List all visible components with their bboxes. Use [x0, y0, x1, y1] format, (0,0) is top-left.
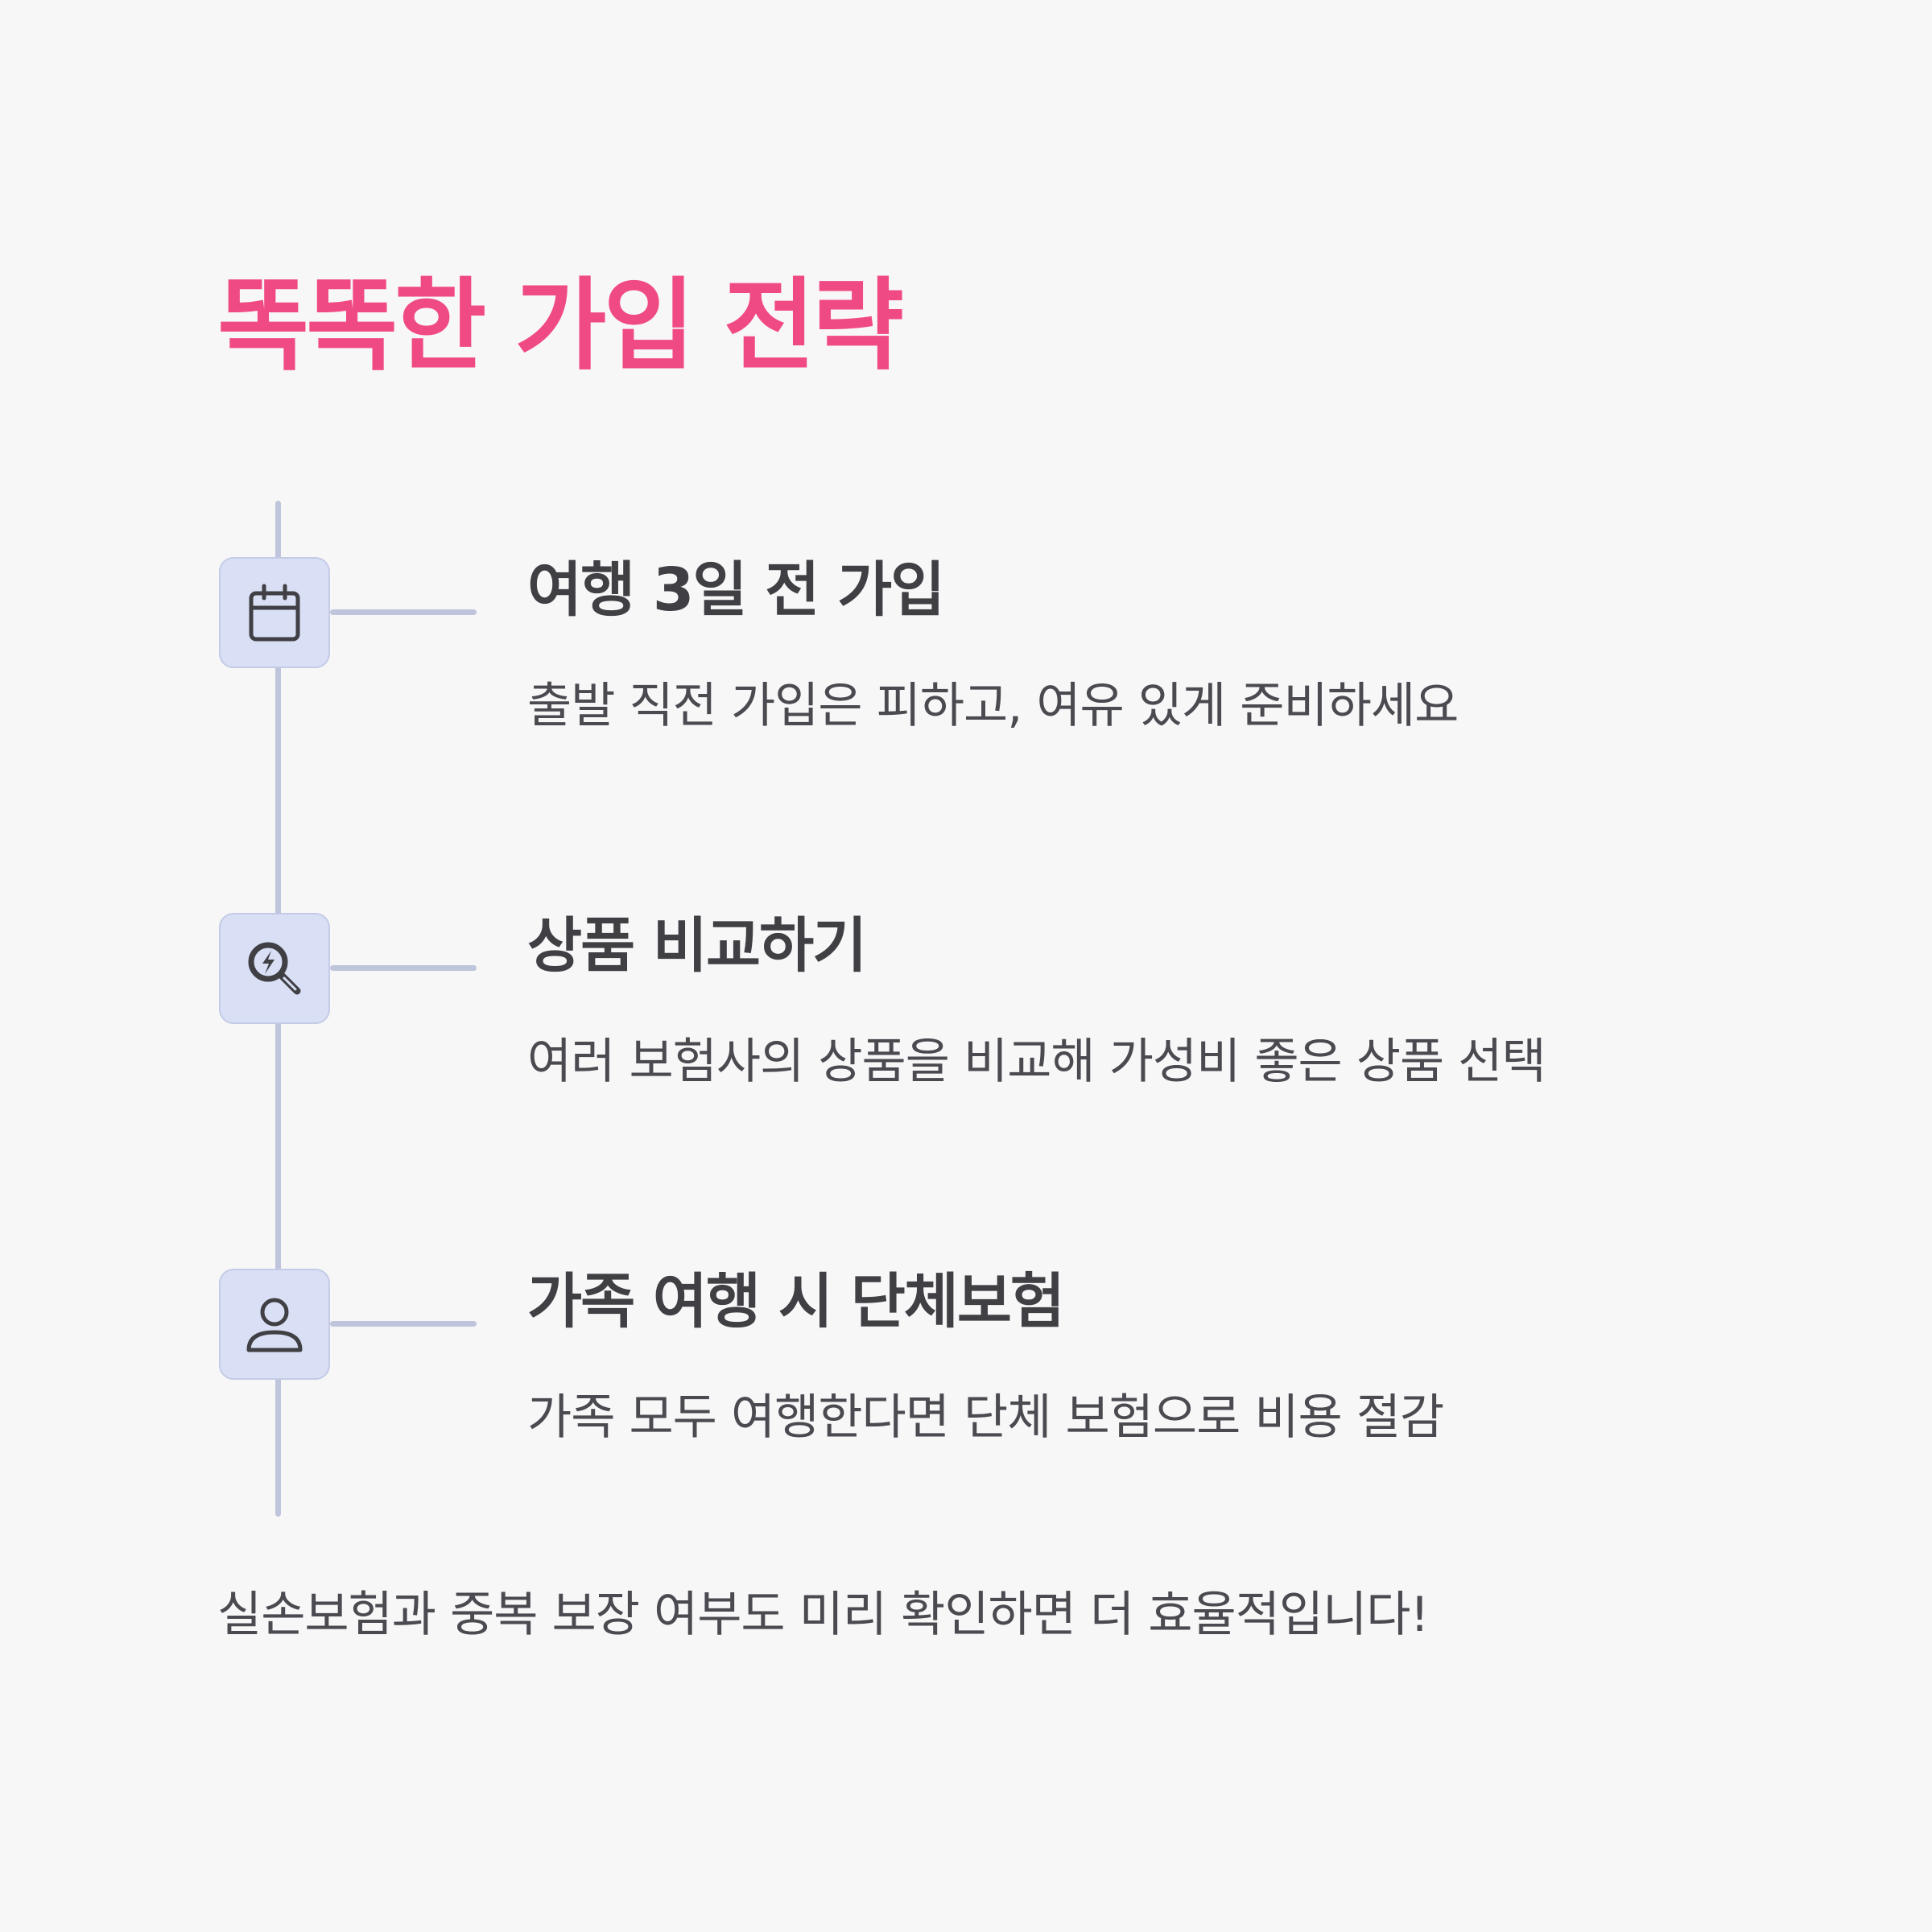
step-1-title: 여행 3일 전 가입	[527, 555, 945, 625]
step-1-description: 출발 직전 가입은 피하고, 여유 있게 준비하세요	[527, 678, 1459, 734]
step-3-description: 가족 모두 여행한다면 단체 보험으로 비용 절감	[527, 1389, 1444, 1446]
step-3-title: 가족 여행 시 단체보험	[527, 1267, 1065, 1336]
step-1-icon-box	[219, 557, 330, 668]
search-bolt-icon	[248, 942, 301, 995]
calendar-icon	[249, 584, 300, 642]
person-icon	[246, 1298, 303, 1352]
step-2-icon-box	[219, 913, 330, 1024]
page-title: 똑똑한 가입 전략	[217, 268, 904, 384]
step-3-connector	[330, 1321, 477, 1327]
step-1-connector	[330, 609, 477, 615]
step-2-connector	[330, 965, 477, 971]
step-2-description: 여러 보험사의 상품을 비교해 가성비 좋은 상품 선택	[527, 1034, 1546, 1090]
footer-note: 실손보험과 중복 보장 여부도 미리 확인하면 더 효율적입니다!	[217, 1587, 1430, 1643]
step-2-title: 상품 비교하기	[527, 911, 867, 980]
step-3-icon-box	[219, 1269, 330, 1380]
